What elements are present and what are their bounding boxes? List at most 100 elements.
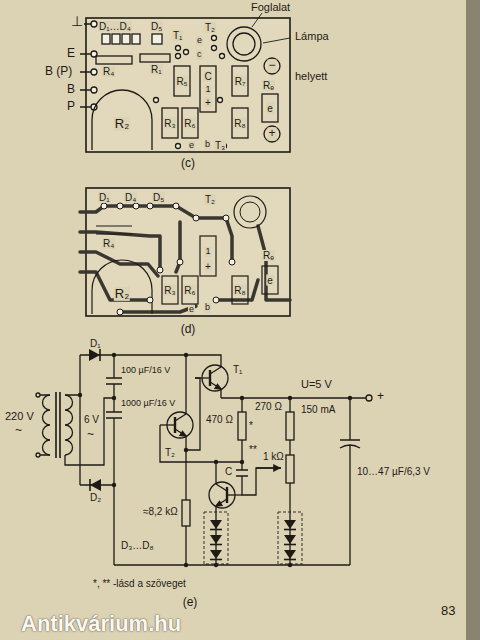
pcb-component-side-part-part [176,144,181,149]
schematic-parts-part [90,479,101,491]
pcb-copper-side-part-part [258,226,290,300]
part-label: ⊥ [70,14,84,29]
schematic-parts-part-part [112,353,116,357]
part-label: T₂ [204,22,216,33]
schematic-parts-part [209,475,242,515]
part-label: D₄ [124,192,137,203]
page-number: 83 [440,604,456,618]
schematic-parts [78,349,352,567]
part-label: R₆ [183,118,196,129]
part-label: b [204,140,211,150]
pcb-component-side-part-part [212,36,217,41]
pcb-component-side-part-part [176,46,181,51]
figure-label: (c) [180,157,196,170]
part-label: B [66,83,76,96]
pcb-component-side-part [92,90,152,150]
pcb-copper-side-part [234,196,266,228]
part-label: e [266,275,274,286]
part-label: R₁ [150,64,163,75]
pcb-copper-side-part-part [117,203,123,209]
schematic-wires-part [236,398,281,495]
part-label: b [204,303,211,313]
pcb-component-side-part-part [220,54,225,59]
page-edge [466,0,480,640]
circuit-value: 150 mA [300,404,336,415]
pcb-component-side-part [96,56,132,64]
note-text: ** [248,444,258,455]
schematic-parts-part [210,520,222,530]
schematic-wires-part [366,395,372,401]
schematic-parts-part-part [214,460,218,464]
part-label: + [267,127,276,140]
pcb-component-side-part-part [152,34,162,44]
pcb-component-side-part-part [91,21,97,27]
schematic-parts-part [89,349,100,361]
circuit-value: 1 kΩ [262,451,285,462]
schematic-parts-part-part [288,396,292,400]
schematic-parts-part [284,535,296,545]
part-label: D₁ [98,192,111,203]
circuit-value: 10…47 µF/6,3 V [356,466,431,477]
schematic-parts-part [284,550,296,560]
circuit-value: 100 µF/16 V [120,366,171,376]
pcb-copper-side-part-part [177,259,183,265]
pcb-copper-side-part [162,276,178,304]
pcb-copper-side-part [232,276,248,304]
pcb-component-side-part [86,18,290,152]
part-label: T₁ [172,30,183,41]
schematic-parts-part-part [184,563,188,567]
pcb-copper-side-part-part [223,215,229,221]
part-label: + [204,97,212,108]
schematic-wires-part [36,393,40,397]
schematic-parts-part-part [348,396,352,400]
part-label: 1 [204,85,211,95]
part-label: + [204,261,212,272]
schematic-wires-part [56,392,60,458]
part-label: D₁ [89,338,102,349]
pcb-component-side-part-part [176,54,181,59]
schematic-wires-part-part [238,412,246,440]
pcb-copper-side-part [101,203,269,315]
pcb-copper-side-part-part [120,306,196,312]
schematic-wires-part-part [286,412,294,440]
schematic-wires-part [182,412,294,526]
pcb-component-side-part-part [112,34,120,44]
pcb-copper-side-part-part [157,267,163,273]
part-label: R₇ [234,76,247,87]
part-label: helyett [294,70,328,82]
part-label: R₂ [114,287,130,301]
part-label: R₈ [233,285,246,296]
figure-label: (e) [182,596,199,609]
schematic-parts-part-part [78,393,82,397]
part-label: E [66,47,76,60]
pcb-copper-side-part [262,266,278,294]
part-label: D₁…D₄ [98,21,132,32]
figure-label: (d) [180,323,197,336]
pcb-component-side-part-part [122,34,130,44]
part-label: e [188,305,195,315]
pcb-component-side-part-part [91,87,97,93]
part-label: Rₑ [262,250,275,261]
pcb-component-side-part [200,66,216,112]
part-label: e [196,36,203,46]
schematic-parts-part [210,535,222,545]
pcb-copper-side-part-part [101,203,107,209]
circuit-value: 470 Ω [205,414,234,425]
schematic-parts-part-part [240,460,244,464]
pcb-copper-side-part-part [226,218,232,262]
pcb-component-side-part-part [132,34,140,44]
part-label: e [266,103,274,114]
pcb-component-side-part [232,108,248,138]
part-label: R₆ [183,285,196,296]
schematic-wires-part [65,395,114,465]
pcb-copper-side-part-part [147,203,153,209]
part-label: P [66,100,76,113]
part-label: R₃ [163,285,176,296]
schematic-wires-part-part [182,500,190,526]
pcb-component-side-part [264,58,280,74]
pcb-copper-side-part [182,276,198,304]
schematic-parts-part-part [184,353,188,357]
schematic-wires-part-part [286,455,294,483]
circuit-value: ≈8,2 kΩ [142,506,179,517]
schematic-wires-part [114,564,350,565]
